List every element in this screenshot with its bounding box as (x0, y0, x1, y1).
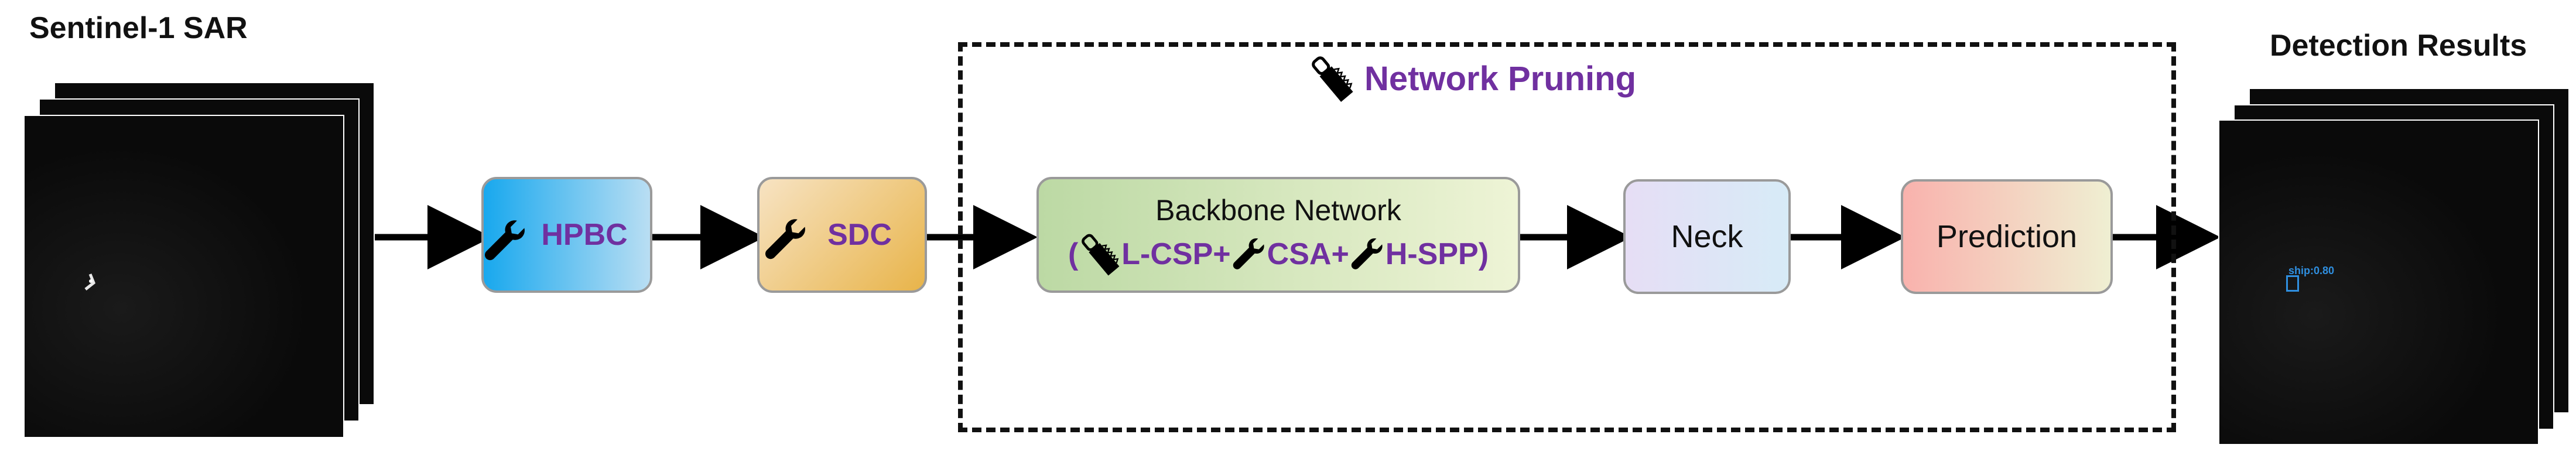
saw-icon (1312, 56, 1353, 102)
output-title: Detection Results (2270, 29, 2527, 63)
wrench-icon (765, 219, 805, 259)
csa-label: CSA (1267, 237, 1332, 271)
pruning-region (958, 42, 2176, 432)
neck-module: Neck (1623, 179, 1791, 294)
plus-sign: + (1331, 237, 1349, 271)
sdc-label: SDC (827, 218, 892, 252)
backbone-paren-open: ( (1068, 237, 1079, 271)
wrench-icon (1233, 238, 1264, 269)
detection-bbox (2286, 275, 2299, 292)
prediction-module: Prediction (1901, 179, 2113, 294)
wrench-icon (484, 220, 525, 261)
input-title: Sentinel-1 SAR (29, 11, 248, 45)
backbone-components: ( L-CSP + CSA + H-SPP ) (1068, 230, 1489, 279)
sdc-module: SDC (757, 177, 927, 293)
hpbc-module: HPBC (481, 177, 652, 293)
prediction-label: Prediction (1936, 219, 2078, 254)
detection-label: ship:0.80 (2288, 265, 2335, 276)
backbone-module: Backbone Network ( L-CSP + CSA + H-SPP ) (1036, 177, 1520, 293)
hspp-label: H-SPP (1385, 237, 1479, 271)
sar-ship-speck (84, 274, 96, 290)
sar-layer-front (23, 115, 344, 438)
pruning-title: Network Pruning (1364, 59, 1637, 98)
hpbc-label: HPBC (541, 218, 628, 252)
backbone-title: Backbone Network (1155, 194, 1401, 227)
detection-layer-front: ship:0.80 (2218, 119, 2539, 445)
wrench-icon (1351, 238, 1383, 269)
lcsp-label: L-CSP (1121, 237, 1213, 271)
saw-icon (1082, 234, 1120, 276)
backbone-paren-close: ) (1478, 237, 1489, 271)
neck-label: Neck (1671, 219, 1743, 254)
plus-sign: + (1213, 237, 1231, 271)
pruning-header: Network Pruning (1307, 52, 1636, 105)
